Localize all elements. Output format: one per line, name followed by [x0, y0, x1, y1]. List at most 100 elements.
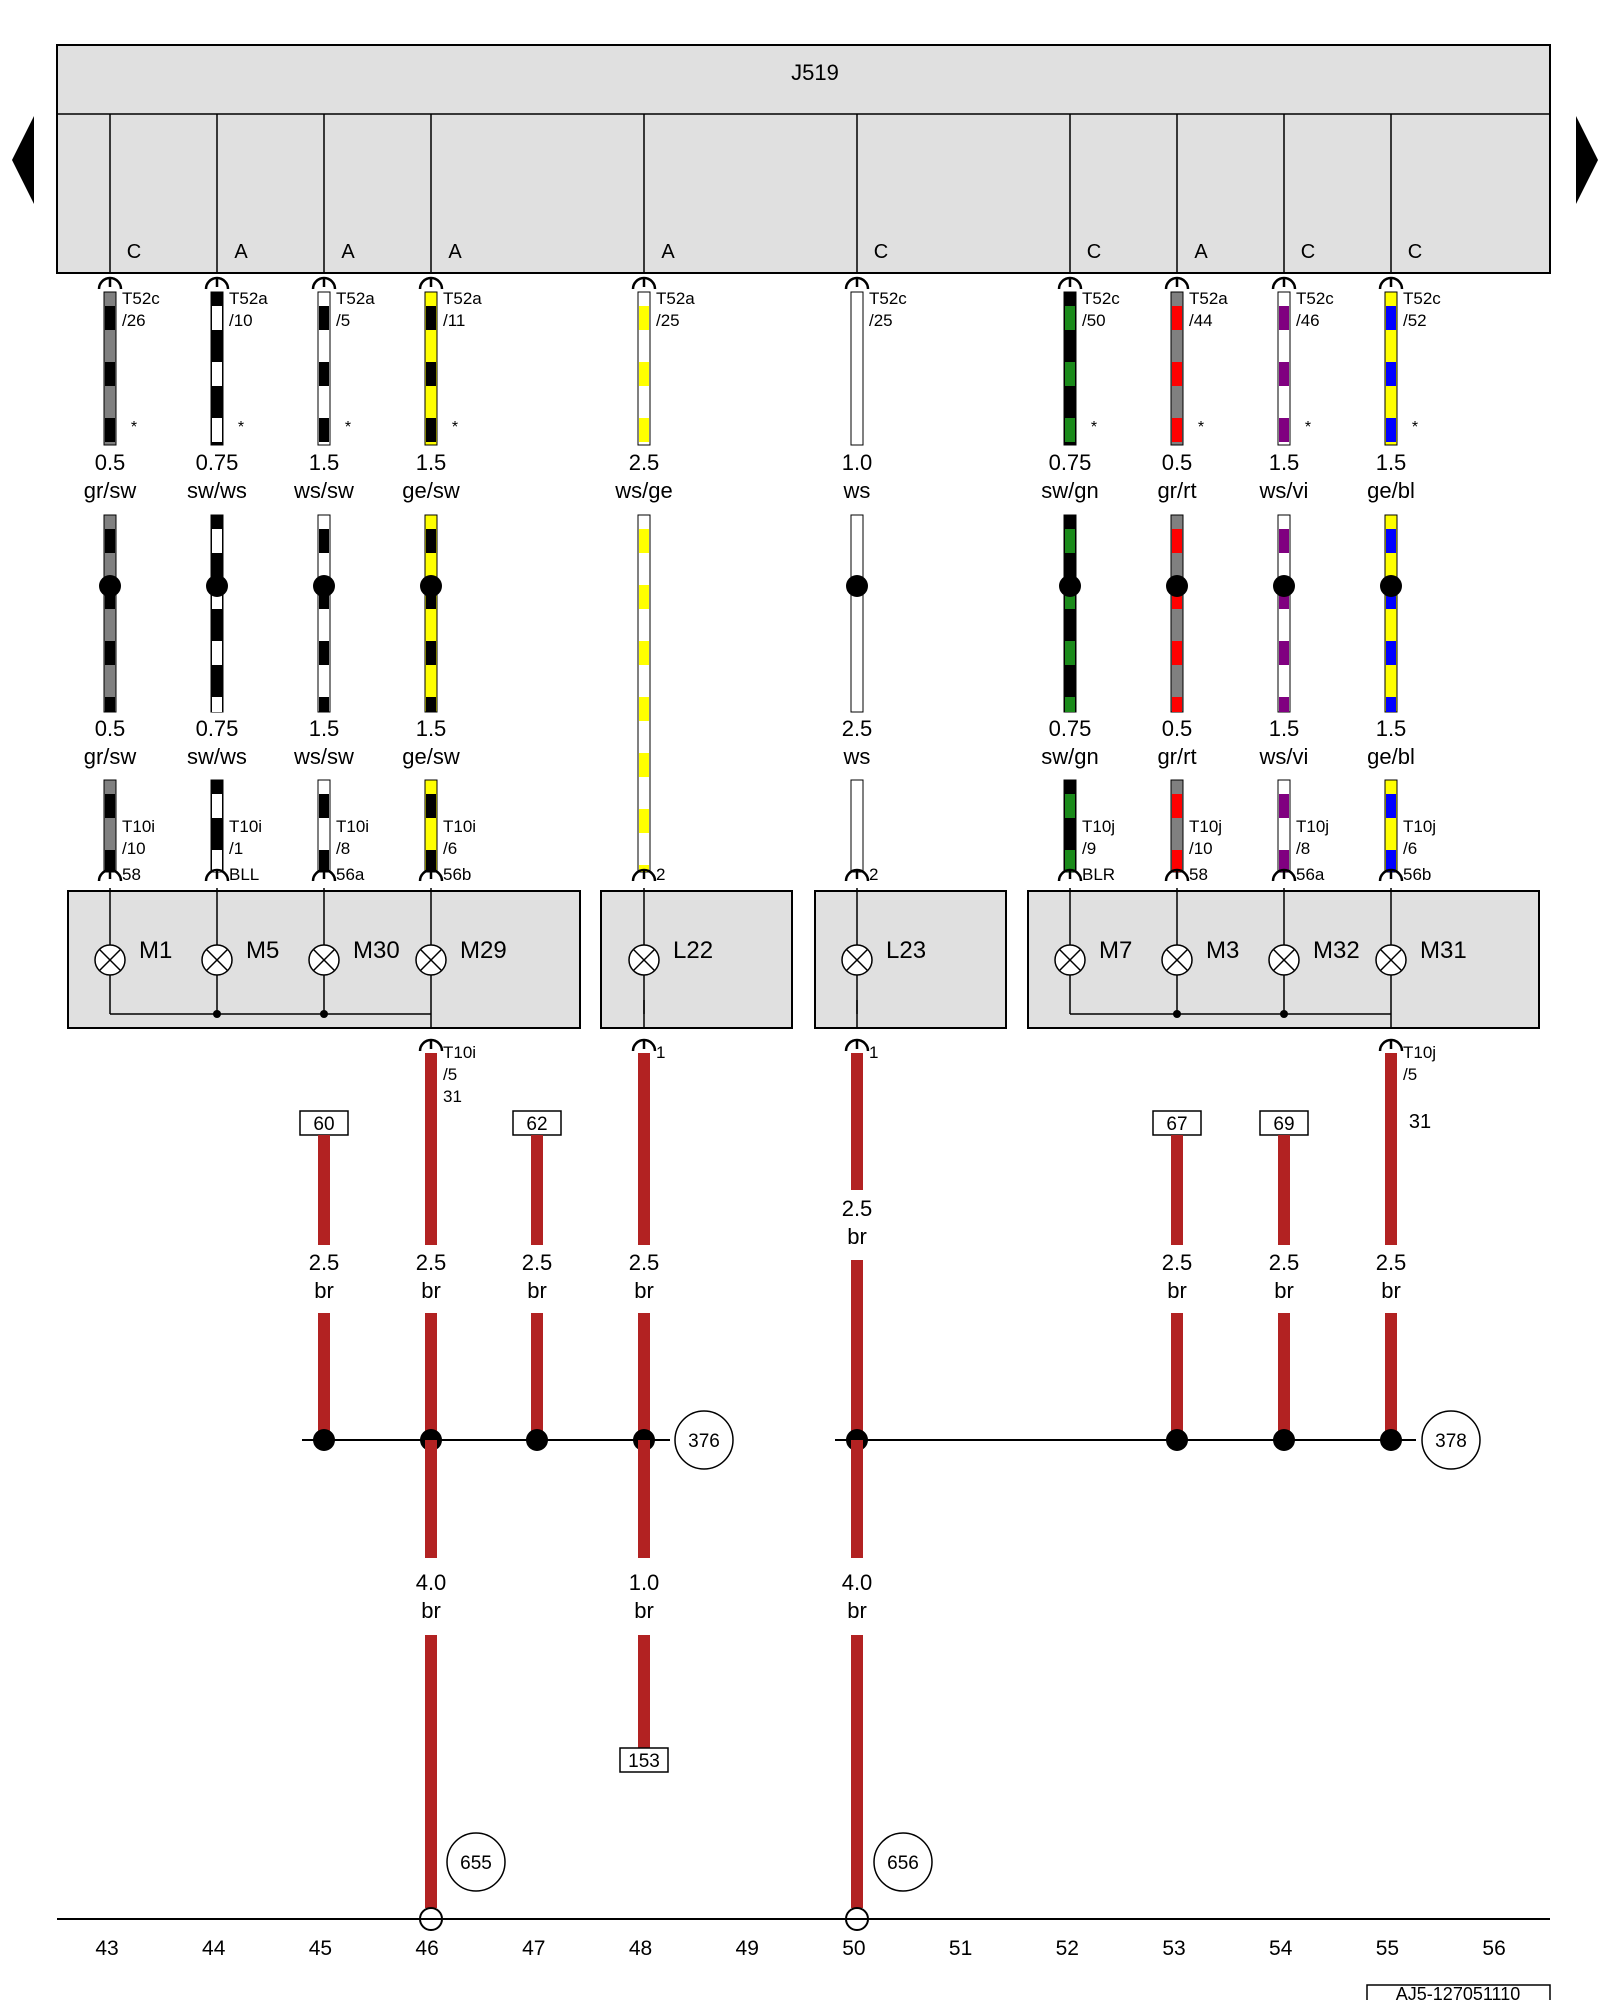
bulb-label: L22 [673, 937, 713, 964]
lower-connector-name: T10j [1403, 817, 1436, 836]
wire-color-label: ge/sw [402, 744, 460, 769]
ground-connector-pin: 1 [869, 1043, 878, 1062]
wire-lower-1-stripe [212, 794, 222, 818]
bulb-label: M7 [1099, 937, 1132, 964]
bulb-label: M1 [139, 937, 172, 964]
wire-upper-8-stripe [1279, 306, 1289, 330]
wire-mid-7-stripe [1172, 529, 1182, 553]
wire-mid-4-stripe [639, 753, 649, 777]
wire-lower-9 [1384, 779, 1398, 873]
ground-wire-lower-1 [638, 1440, 650, 1558]
wire-color-label: br [634, 1598, 654, 1623]
ground-wire-upper-b-6 [1385, 1313, 1397, 1440]
ground-ref-circle [873, 1832, 933, 1892]
wire-size-label: 1.5 [1269, 450, 1300, 475]
wire-upper-7 [1170, 291, 1184, 446]
bulb-cross-b [98, 948, 122, 972]
wire-lower-9-stripe [1386, 850, 1396, 872]
bulb-label: M29 [460, 937, 507, 964]
splice-dot [1059, 575, 1081, 597]
triangle-right-icon[interactable] [1576, 116, 1598, 204]
lower-connector-name: T10j [1082, 817, 1115, 836]
ground-wire-upper-b-5 [1278, 1313, 1290, 1440]
wire-mid-4-stripe [639, 641, 649, 665]
unit-pin-label: C [1087, 241, 1101, 263]
wire-size-label: 1.0 [842, 450, 873, 475]
bulb-cross-b [1379, 948, 1403, 972]
bus-node [213, 1010, 221, 1018]
wire-mid-2-stripe [319, 529, 329, 553]
wire-color-label: gr/rt [1157, 478, 1196, 503]
lower-connector-term: 2 [656, 865, 665, 884]
wire-lower-5 [850, 779, 864, 873]
lower-connector-name: T10i [336, 817, 369, 836]
bus-node [320, 1010, 328, 1018]
wire-lower-6-stripe [1065, 850, 1075, 872]
lower-connector-pin: /6 [443, 839, 457, 858]
upper-connector-pin: /25 [869, 311, 893, 330]
unit-pin-label: A [448, 241, 462, 263]
wire-color-label: br [1274, 1278, 1294, 1303]
wire-size-label: 2.5 [842, 1196, 873, 1221]
wire-color-label: ws/vi [1259, 478, 1309, 503]
ground-wire-upper-b-2 [531, 1313, 543, 1440]
wire-color-label: sw/ws [187, 744, 247, 769]
control-unit-label: J519 [791, 60, 839, 85]
lower-connector-term: BLL [229, 865, 259, 884]
wire-color-label: ws/sw [293, 744, 354, 769]
wire-color-label: ge/bl [1367, 478, 1415, 503]
lower-connector-name: T10j [1296, 817, 1329, 836]
column-number: 55 [1376, 1937, 1399, 1960]
wire-lower-3-stripe [426, 794, 436, 818]
wire-color-label: sw/ws [187, 478, 247, 503]
wire-upper-1-stripe [212, 306, 222, 330]
wire-size-label: 0.75 [1049, 716, 1092, 741]
bulb-cross-b [312, 948, 336, 972]
ground-wire-lower-2 [851, 1440, 863, 1558]
upper-connector-pin: /44 [1189, 311, 1213, 330]
wire-size-label: 4.0 [416, 1570, 447, 1595]
ground-connector-name: T10j [1403, 1043, 1436, 1062]
wire-mid-8-stripe [1279, 529, 1289, 553]
column-number: 47 [522, 1937, 545, 1960]
ground-wire-lower-b-0 [425, 1635, 437, 1908]
junction-ref-circle [1421, 1410, 1481, 1470]
lower-connector-pin: /8 [336, 839, 350, 858]
wire-lower-9-stripe [1386, 794, 1396, 818]
wire-lower-6 [1063, 779, 1077, 873]
ref-box-label: 153 [628, 1751, 660, 1772]
upper-connector-name: T52a [656, 289, 695, 308]
lower-connector-term: 58 [122, 865, 141, 884]
ground-wire-lower-b-1 [638, 1635, 650, 1748]
asterisk-mark: * [1305, 419, 1311, 436]
wire-mid-7 [1170, 514, 1184, 713]
wire-mid-4-stripe [639, 809, 649, 833]
junction-ref-label: 376 [688, 1431, 720, 1452]
wire-size-label: 2.5 [842, 716, 873, 741]
wire-mid-3 [424, 514, 438, 713]
ref-box-label: 69 [1273, 1114, 1294, 1135]
wire-lower-1 [210, 779, 224, 873]
wire-upper-3-stripe [426, 362, 436, 386]
wire-upper-0-stripe [105, 362, 115, 386]
bulb-cross-b [1058, 948, 1082, 972]
column-number: 44 [202, 1937, 226, 1960]
wire-upper-9-stripe [1386, 362, 1396, 386]
ref-box [619, 1747, 669, 1773]
lower-connector-pin: /10 [1189, 839, 1213, 858]
wire-size-label: 4.0 [842, 1570, 873, 1595]
wire-upper-8-stripe [1279, 362, 1289, 386]
ground-ref-label: 655 [460, 1853, 492, 1874]
column-number: 53 [1162, 1937, 1185, 1960]
ground-wire-upper-6 [1385, 1053, 1397, 1245]
wire-upper-5 [850, 291, 864, 446]
asterisk-mark: * [1091, 419, 1097, 436]
bulb-icon [841, 944, 873, 976]
triangle-left-icon[interactable] [12, 116, 34, 204]
wire-upper-0-stripe [105, 418, 115, 442]
asterisk-mark: * [238, 419, 244, 436]
wire-size-label: 0.5 [95, 716, 126, 741]
wire-upper-8-stripe [1279, 418, 1289, 442]
wire-upper-5-base [850, 291, 864, 446]
bulb-icon [1161, 944, 1193, 976]
